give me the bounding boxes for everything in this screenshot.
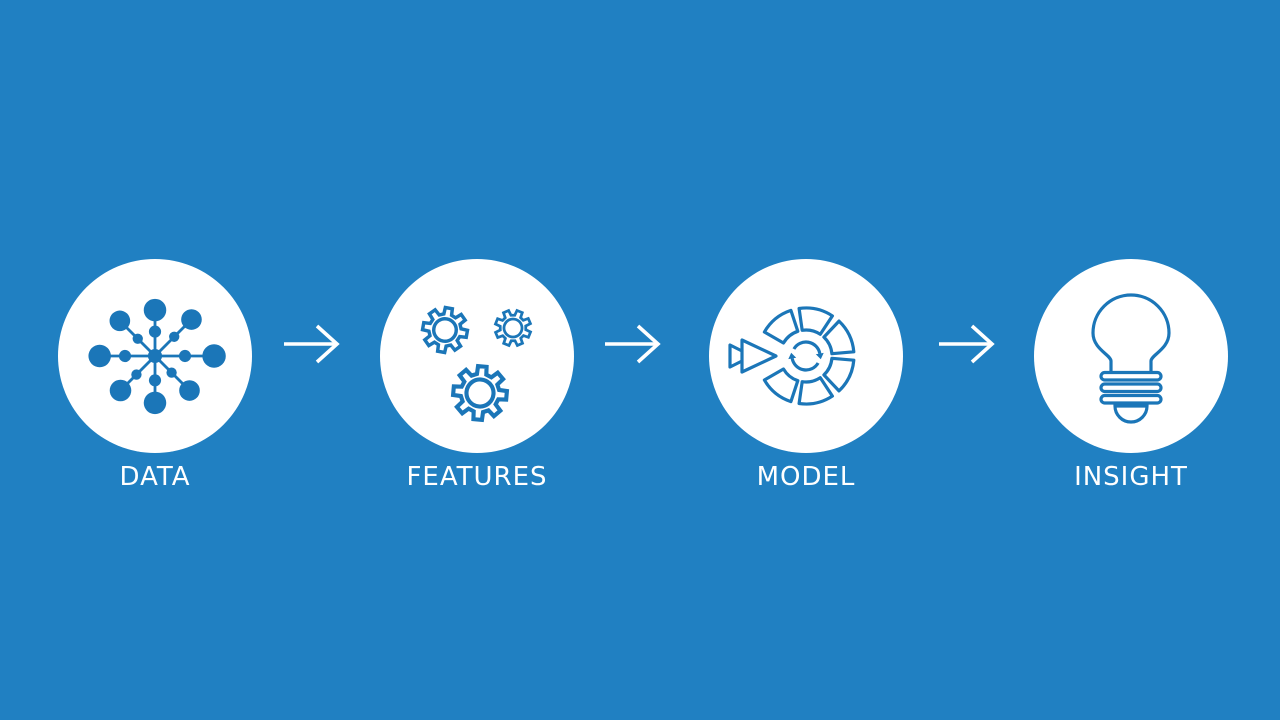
step-label-features: FEATURES	[406, 462, 548, 492]
model-cycle-icon	[728, 306, 856, 406]
step-label-data: DATA	[119, 462, 191, 492]
step-circle-model	[709, 259, 903, 453]
step-circle-insight	[1034, 259, 1228, 453]
process-step-model: MODEL	[686, 259, 926, 492]
step-label-model: MODEL	[756, 462, 856, 492]
arrow-right-icon	[939, 324, 995, 364]
process-step-insight: INSIGHT	[1011, 259, 1251, 492]
data-network-icon	[88, 298, 226, 415]
process-step-features: FEATURES	[357, 259, 597, 492]
lightbulb-icon	[1091, 293, 1171, 424]
process-step-data: DATA	[35, 259, 275, 492]
step-circle-data	[58, 259, 252, 453]
arrow-right-icon	[284, 324, 340, 364]
arrow-right-icon	[605, 324, 661, 364]
gears-icon	[417, 302, 538, 431]
step-label-insight: INSIGHT	[1074, 462, 1188, 492]
step-circle-features	[380, 259, 574, 453]
